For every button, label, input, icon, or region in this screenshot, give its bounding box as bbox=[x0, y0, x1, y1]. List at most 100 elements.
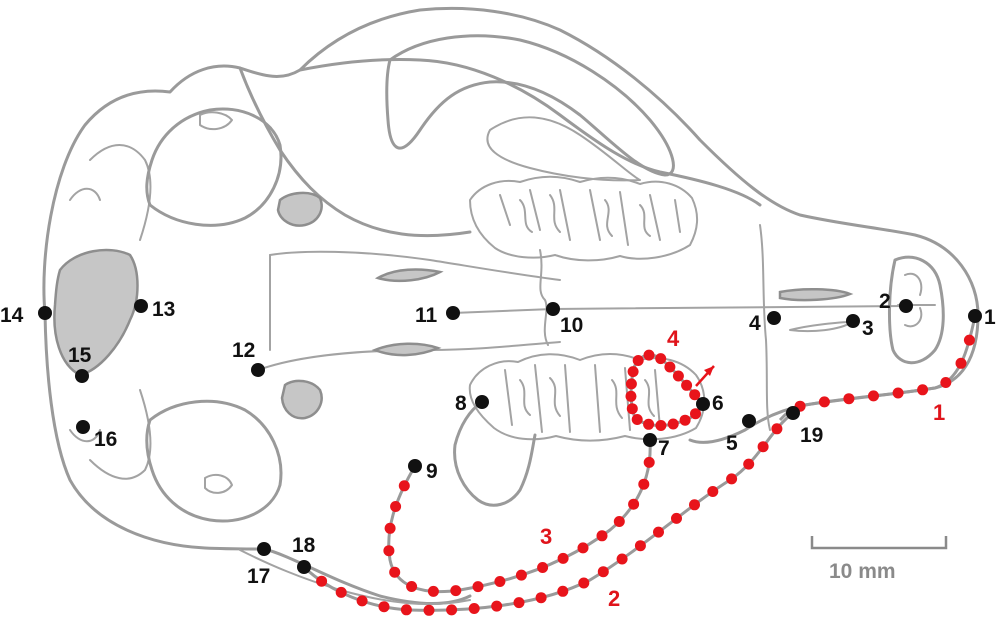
semilandmark-dot-curve-3 bbox=[577, 542, 589, 554]
landmark-label-7: 7 bbox=[658, 437, 670, 460]
semilandmark-dot-curve-2 bbox=[689, 499, 700, 511]
semilandmark-dot-curve-2 bbox=[707, 486, 719, 497]
landmark-label-3: 3 bbox=[862, 317, 874, 340]
semilandmark-dot-curve-1 bbox=[963, 334, 975, 346]
semilandmark-dot-curve-3 bbox=[613, 516, 625, 527]
landmark-dot-6 bbox=[696, 397, 710, 411]
semilandmark-dot-curve-3 bbox=[557, 552, 569, 564]
semilandmark-dot-curve-4 bbox=[679, 414, 691, 426]
semilandmark-dot-curve-1 bbox=[940, 377, 952, 388]
landmark-label-19: 19 bbox=[800, 424, 823, 447]
landmark-label-2: 2 bbox=[879, 290, 891, 313]
semilandmark-dot-curve-2 bbox=[726, 473, 738, 485]
curve-label-1: 1 bbox=[933, 400, 945, 425]
landmark-label-6: 6 bbox=[712, 392, 724, 415]
landmark-dot-8 bbox=[475, 395, 489, 409]
semilandmark-dot-curve-2 bbox=[557, 585, 569, 597]
curve-labels: 1 2 3 4 bbox=[540, 326, 945, 611]
semilandmark-dot-curve-2 bbox=[378, 601, 390, 613]
landmark-dot-9 bbox=[408, 459, 422, 473]
landmark-dot-18 bbox=[297, 560, 311, 574]
semilandmark-dot-curve-2 bbox=[653, 526, 664, 538]
semilandmark-dot-curve-4 bbox=[681, 379, 693, 391]
landmark-label-9: 9 bbox=[426, 460, 438, 483]
semilandmark-dot-curve-2 bbox=[597, 566, 609, 578]
landmark-label-5: 5 bbox=[726, 432, 738, 455]
landmark-label-4: 4 bbox=[749, 312, 761, 335]
landmark-dot-15 bbox=[75, 369, 89, 383]
semilandmark-dot-curve-1 bbox=[892, 387, 904, 399]
scale-bar-label: 10 mm bbox=[829, 560, 896, 583]
landmark-dot-10 bbox=[546, 302, 560, 316]
semilandmark-dot-curve-2 bbox=[335, 586, 347, 598]
landmark-label-12: 12 bbox=[232, 339, 255, 362]
landmark-label-8: 8 bbox=[455, 392, 467, 415]
semilandmark-dot-curve-2 bbox=[771, 423, 783, 435]
semilandmark-dot-curve-3 bbox=[638, 478, 650, 490]
landmark-label-18: 18 bbox=[292, 534, 316, 557]
landmark-dot-12 bbox=[251, 363, 265, 377]
semilandmark-dot-curve-4 bbox=[672, 370, 684, 382]
semilandmark-dot-curve-4 bbox=[655, 420, 667, 431]
semilandmark-dot-curve-4 bbox=[690, 408, 701, 420]
landmark-dot-16 bbox=[76, 420, 90, 434]
semilandmark-dot-curve-3 bbox=[383, 545, 395, 557]
semilandmark-dot-curve-2 bbox=[400, 604, 412, 616]
semilandmark-dot-curve-3 bbox=[450, 585, 462, 597]
semilandmark-dots bbox=[316, 334, 975, 616]
semilandmark-dot-curve-1 bbox=[868, 390, 879, 402]
landmark-dot-4 bbox=[767, 311, 781, 325]
semilandmark-dot-curve-2 bbox=[535, 592, 547, 604]
semilandmark-dot-curve-2 bbox=[446, 604, 458, 616]
semilandmark-dot-curve-2 bbox=[356, 595, 368, 607]
semilandmark-dot-curve-4 bbox=[643, 418, 655, 430]
semilandmark-dot-curve-3 bbox=[494, 576, 506, 587]
semilandmark-dot-curve-3 bbox=[472, 581, 484, 593]
semilandmark-dot-curve-3 bbox=[537, 562, 549, 573]
semilandmark-dot-curve-4 bbox=[664, 361, 676, 373]
semilandmark-dot-curve-2 bbox=[468, 603, 480, 614]
semilandmark-dot-curve-1 bbox=[843, 393, 855, 405]
landmark-dot-19 bbox=[786, 406, 800, 420]
semilandmark-dot-curve-3 bbox=[596, 530, 608, 542]
semilandmark-dot-curve-2 bbox=[491, 600, 503, 612]
semilandmark-dot-curve-3 bbox=[628, 498, 640, 510]
semilandmark-dot-curve-2 bbox=[671, 512, 682, 524]
semilandmark-dot-curve-2 bbox=[423, 604, 435, 616]
landmark-dot-11 bbox=[446, 306, 460, 320]
landmark-dots bbox=[38, 299, 982, 574]
landmark-dot-13 bbox=[134, 299, 148, 313]
semilandmark-dot-curve-4 bbox=[626, 403, 638, 415]
semilandmark-dot-curve-1 bbox=[955, 357, 967, 369]
semilandmark-dot-curve-2 bbox=[316, 575, 328, 587]
semilandmark-dot-curve-3 bbox=[384, 522, 396, 534]
landmark-label-10: 10 bbox=[560, 314, 583, 337]
semilandmark-dot-curve-4 bbox=[643, 349, 655, 361]
semilandmark-dot-curve-4 bbox=[631, 414, 643, 425]
skull-outline bbox=[42, 6, 980, 606]
semilandmark-dot-curve-3 bbox=[515, 569, 527, 581]
landmark-dot-3 bbox=[846, 314, 860, 328]
semilandmark-dot-curve-1 bbox=[917, 384, 929, 396]
semilandmark-dot-curve-3 bbox=[398, 480, 410, 492]
semilandmark-dot-curve-4 bbox=[667, 418, 679, 430]
landmark-dot-7 bbox=[643, 433, 657, 447]
semilandmark-dot-curve-3 bbox=[643, 456, 655, 468]
semilandmark-dot-curve-2 bbox=[578, 577, 590, 589]
landmark-label-11: 11 bbox=[415, 304, 438, 327]
landmark-label-16: 16 bbox=[94, 428, 117, 451]
landmark-dot-2 bbox=[899, 299, 913, 313]
semilandmark-dot-curve-1 bbox=[818, 396, 830, 408]
semilandmark-dot-curve-2 bbox=[743, 458, 755, 470]
semilandmark-dot-curve-2 bbox=[757, 441, 769, 453]
semilandmark-dot-curve-2 bbox=[616, 553, 628, 565]
scale-bar: 10 mm bbox=[810, 536, 948, 583]
curve-label-2: 2 bbox=[608, 586, 620, 611]
landmark-dot-1 bbox=[968, 309, 982, 323]
semilandmark-dot-curve-2 bbox=[634, 540, 646, 552]
semilandmark-dot-curve-4 bbox=[632, 355, 644, 366]
semilandmark-dot-curve-4 bbox=[655, 353, 667, 365]
semilandmark-dot-curve-3 bbox=[389, 566, 401, 578]
semilandmark-dot-curve-2 bbox=[513, 597, 525, 609]
